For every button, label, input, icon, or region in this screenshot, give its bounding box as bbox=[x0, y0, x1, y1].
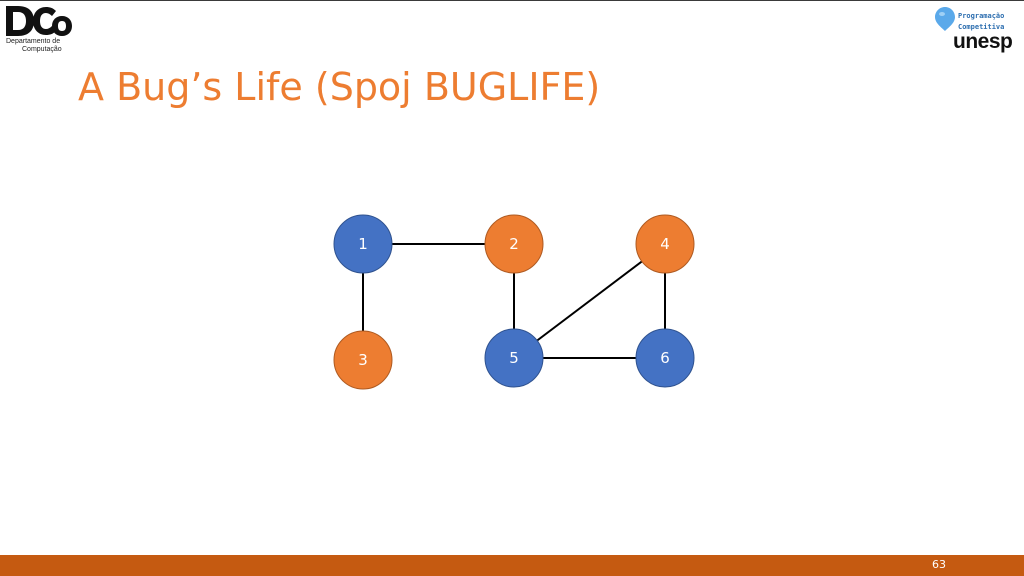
page-number: 63 bbox=[932, 558, 946, 571]
graph-node-1: 1 bbox=[333, 214, 393, 274]
edge-4-5 bbox=[513, 243, 666, 359]
graph-node-5: 5 bbox=[484, 328, 544, 388]
slide-title: A Bug’s Life (Spoj BUGLIFE) bbox=[78, 65, 601, 109]
node-circle-3 bbox=[333, 330, 393, 390]
graph-node-4: 4 bbox=[635, 214, 695, 274]
node-label-3: 3 bbox=[358, 351, 368, 369]
dco-subtitle-line2: Computação bbox=[22, 46, 62, 53]
dco-logo-mark bbox=[6, 6, 72, 36]
top-rule bbox=[0, 0, 1024, 1]
logo-text-competitiva: Competitiva bbox=[958, 23, 1005, 31]
node-circle-1 bbox=[333, 214, 393, 274]
graph-node-3: 3 bbox=[333, 330, 393, 390]
footer-bar: 63 bbox=[0, 555, 1024, 576]
logo-text-programacao: Programação bbox=[958, 12, 1005, 20]
dco-logo: Departamento de Computação bbox=[4, 4, 76, 54]
node-label-6: 6 bbox=[660, 349, 670, 367]
node-label-4: 4 bbox=[660, 235, 670, 253]
graph-node-2: 2 bbox=[484, 214, 544, 274]
node-label-1: 1 bbox=[358, 235, 368, 253]
node-label-5: 5 bbox=[509, 349, 519, 367]
graph-node-6: 6 bbox=[635, 328, 695, 388]
balloon-icon bbox=[935, 7, 955, 31]
node-circle-4 bbox=[635, 214, 695, 274]
graph-nodes: 1 2 3 4 5 6 bbox=[333, 214, 695, 390]
node-label-2: 2 bbox=[509, 235, 519, 253]
node-circle-6 bbox=[635, 328, 695, 388]
dco-subtitle-line1: Departamento de bbox=[6, 38, 61, 45]
logo-text-unesp: unesp bbox=[953, 30, 1013, 53]
unesp-logo: Programação Competitiva unesp bbox=[934, 4, 1020, 54]
node-circle-5 bbox=[484, 328, 544, 388]
node-circle-2 bbox=[484, 214, 544, 274]
